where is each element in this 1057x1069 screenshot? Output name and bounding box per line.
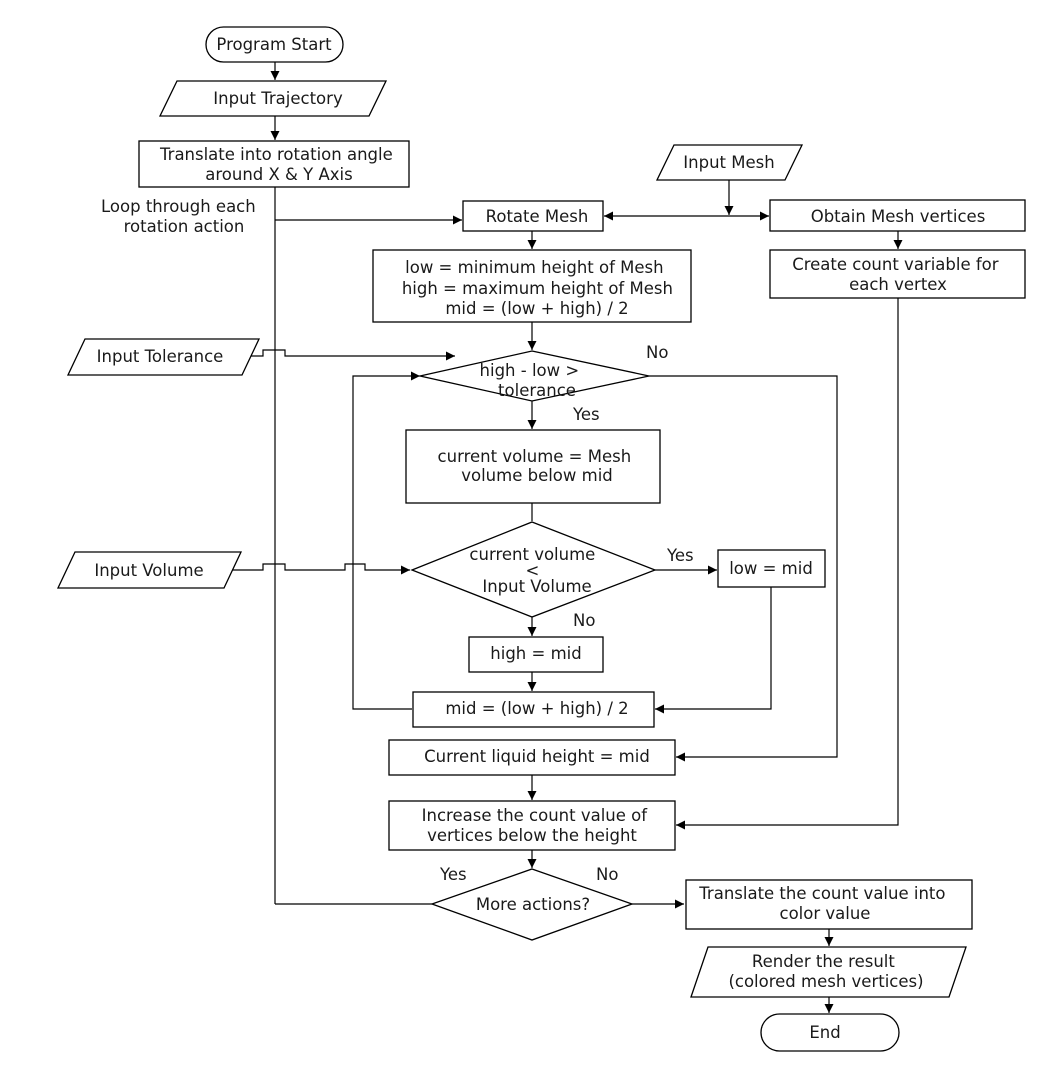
render-result-label: Render the result (colored mesh vertices…	[728, 952, 923, 991]
tolerance-decision: high - low > tolerance	[419, 350, 650, 402]
program-start-label: Program Start	[216, 35, 332, 54]
program-start-line: Program Start	[216, 35, 332, 54]
more-no-label: No	[596, 865, 618, 884]
translate-rotation-process: Translate into rotation angle around X &…	[138, 140, 410, 188]
edge-tolerance-input	[242, 349, 455, 361]
more-yes-label: Yes	[439, 865, 467, 884]
mid-update-process: mid = (low + high) / 2	[412, 691, 655, 728]
edge-count-to-increase	[676, 298, 899, 830]
input-trajectory-io: Input Trajectory	[158, 80, 388, 117]
more-actions-label: More actions?	[476, 895, 590, 914]
edge-low-to-mid	[655, 587, 772, 714]
high-mid-process: high = mid	[468, 636, 604, 673]
count-variable-label: Create count variable for each vertex	[792, 255, 1004, 294]
input-tolerance-label: Input Tolerance	[97, 347, 224, 366]
tolerance-no-label: No	[646, 343, 668, 362]
render-result-io: Render the result (colored mesh vertices…	[690, 946, 967, 998]
volume-decision-label: current volume < Input Volume	[469, 545, 600, 596]
current-volume-process: current volume = Mesh volume below mid	[405, 429, 661, 504]
liquid-height-label: Current liquid height = mid	[424, 747, 650, 766]
nodes: Program Start Input Trajectory Translate…	[56, 26, 1026, 1052]
more-actions-decision: More actions?	[430, 868, 634, 941]
increase-count-label: Increase the count value of vertices bel…	[422, 806, 653, 845]
init-heights-process: low = minimum height of Mesh high = maxi…	[372, 249, 692, 323]
high-mid-label: high = mid	[490, 644, 581, 663]
input-mesh-io: Input Mesh	[655, 144, 804, 181]
obtain-vertices-label: Obtain Mesh vertices	[811, 207, 986, 226]
rotate-mesh-process: Rotate Mesh	[462, 200, 604, 232]
volume-decision: current volume < Input Volume	[410, 521, 657, 618]
current-volume-label: current volume = Mesh volume below mid	[438, 447, 637, 485]
low-mid-process: low = mid	[717, 549, 826, 588]
input-trajectory-label: Input Trajectory	[213, 89, 343, 108]
edge-mid-loop-back	[352, 371, 420, 710]
volume-no-label: No	[573, 611, 595, 630]
input-volume-label: Input Volume	[94, 561, 203, 580]
obtain-vertices-process: Obtain Mesh vertices	[769, 199, 1026, 232]
loop-label: Loop through each rotation action	[101, 197, 261, 236]
end-terminal: End	[760, 1013, 900, 1052]
end-label: End	[809, 1023, 840, 1042]
translate-rotation-label: Translate into rotation angle around X &…	[159, 145, 398, 184]
input-mesh-label: Input Mesh	[683, 153, 774, 172]
input-tolerance-io: Input Tolerance	[66, 338, 261, 376]
rotate-mesh-label: Rotate Mesh	[486, 207, 589, 226]
tolerance-yes-label: Yes	[572, 405, 600, 424]
translate-color-label: Translate the count value into color val…	[698, 884, 950, 923]
connectors	[232, 62, 903, 1013]
translate-color-process: Translate the count value into color val…	[685, 879, 973, 930]
init-heights-label: low = minimum height of Mesh high = maxi…	[402, 258, 678, 318]
low-mid-label: low = mid	[729, 559, 813, 578]
edge-volume-input	[232, 563, 410, 575]
input-volume-io: Input Volume	[56, 551, 243, 589]
tolerance-decision-label: high - low > tolerance	[480, 361, 585, 400]
liquid-height-process: Current liquid height = mid	[388, 739, 676, 776]
edge-tolerance-no	[649, 375, 838, 762]
volume-yes-label: Yes	[666, 546, 694, 565]
count-variable-process: Create count variable for each vertex	[769, 249, 1026, 299]
program-start-terminal: Program Start	[205, 26, 344, 63]
mid-update-label: mid = (low + high) / 2	[445, 699, 628, 718]
increase-count-process: Increase the count value of vertices bel…	[388, 800, 676, 851]
